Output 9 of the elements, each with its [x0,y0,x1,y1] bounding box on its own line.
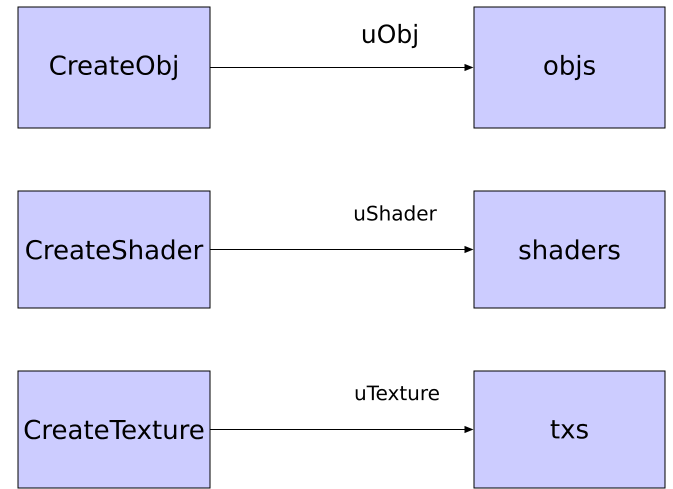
edge-label: uTexture [353,384,441,402]
process-box: txs [474,370,666,488]
process-box: CreateTexture [18,370,210,488]
process-box: CreateObj [18,6,210,128]
process-box: CreateShader [18,190,210,308]
process-box: shaders [474,190,666,308]
process-box: objs [474,6,666,128]
edge-label: uShader [352,204,438,222]
edge-label: uObj [360,22,420,50]
